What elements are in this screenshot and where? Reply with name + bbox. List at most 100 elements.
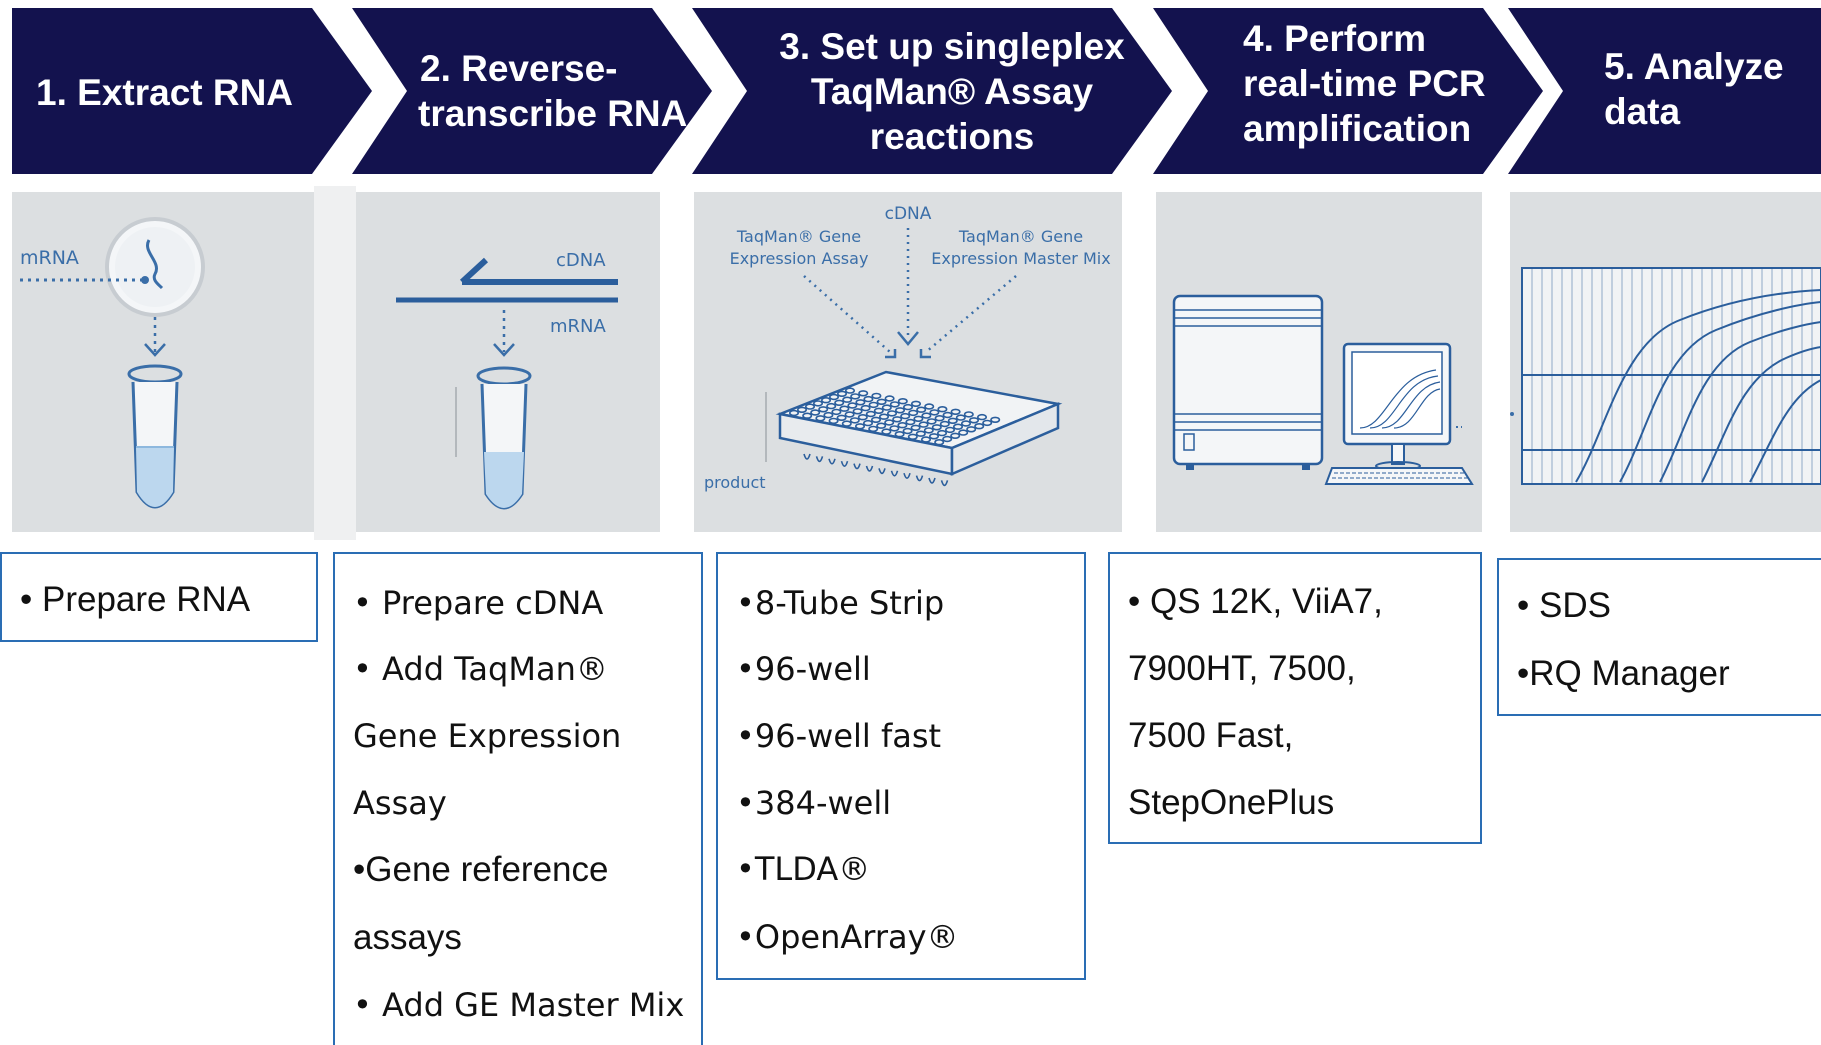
panel-plate-setup: cDNA TaqMan® Gene Expression Assay TaqMa… (694, 192, 1122, 532)
plate-well (879, 413, 890, 420)
plate-well (841, 420, 852, 427)
plate-well (847, 402, 858, 409)
plate-well (868, 425, 879, 433)
plate-tube (903, 472, 911, 479)
plate-well (881, 428, 892, 435)
plate-well (852, 408, 863, 415)
plate-well (884, 395, 895, 402)
plate-well (921, 436, 932, 443)
detail-item: •8-Tube Strip (736, 584, 945, 622)
plate-tube (865, 465, 874, 472)
plate-well (829, 393, 840, 401)
plate-well (871, 416, 882, 424)
plate-well (945, 426, 956, 434)
plate-well (907, 433, 918, 441)
plate-well (950, 432, 961, 440)
plate-well (960, 420, 971, 427)
plate-well (881, 404, 892, 411)
plate-well (868, 401, 879, 409)
plate-well (942, 435, 953, 443)
plate-well (903, 403, 914, 411)
plate-tube (853, 463, 861, 470)
plate-well (849, 417, 860, 424)
plate-well (839, 405, 850, 412)
plate-well (850, 393, 861, 400)
detail-item: • Prepare cDNA (353, 584, 604, 622)
plate-well (968, 417, 979, 424)
plate-well (889, 401, 900, 408)
step-1-arrow: 1. Extract RNA (12, 8, 372, 174)
plate-well (844, 411, 855, 418)
plate-well (929, 409, 940, 416)
plate-well (913, 415, 924, 423)
plate-tube (803, 453, 811, 460)
plate-well (855, 399, 866, 406)
assay-label-line1: TaqMan® Gene (736, 227, 861, 246)
cdna-label: cDNA (885, 204, 932, 224)
details-reverse-transcribe: • Prepare cDNA • Add TaqMan® Gene Expres… (333, 552, 703, 1045)
plate-well (918, 421, 929, 428)
detail-item: Gene Expression (353, 717, 622, 755)
plate-well (826, 402, 837, 410)
plate-tube (890, 470, 899, 477)
detail-item: StepOnePlus (1128, 783, 1335, 822)
plate-well (950, 408, 961, 416)
detail-item: 7900HT, 7500, (1128, 649, 1356, 688)
plate-well (857, 414, 868, 421)
plate-well (845, 387, 856, 394)
step-2-arrow: 2. Reverse- transcribe RNA (352, 8, 712, 174)
plate-well (860, 404, 871, 412)
plate-well (916, 406, 927, 413)
plate-well (842, 396, 853, 403)
plate-well (905, 418, 916, 426)
plate-well (900, 412, 911, 420)
plate-well (813, 400, 824, 407)
panel-analyze-plot (1510, 192, 1821, 532)
plate-well (802, 412, 813, 419)
detail-item: •96-well fast (736, 717, 942, 755)
plate-well (815, 415, 826, 422)
plate-well (958, 429, 969, 436)
plate-well (934, 439, 945, 446)
plate-well (929, 433, 940, 440)
plate-well (895, 407, 906, 414)
details-plate-formats: •8-Tube Strip •96-well •96-well fast •38… (716, 552, 1086, 980)
cdna-label: cDNA (556, 250, 606, 271)
plate-tube (928, 477, 936, 484)
panel-pcr-instrument (1156, 192, 1482, 532)
step-1-title: 1. Extract RNA (36, 72, 294, 113)
plate-well (910, 424, 921, 432)
plate-tube (878, 468, 886, 475)
plate-tube (840, 460, 849, 467)
panel-gap (314, 186, 356, 540)
step-4-title: 4. Perform real-time PCR amplification (1243, 18, 1486, 149)
detail-item: •OpenArray® (736, 918, 959, 956)
plate-well (947, 417, 958, 425)
plate-well (955, 414, 966, 421)
plate-well (934, 415, 945, 422)
mix-label-line1: TaqMan® Gene (958, 227, 1083, 246)
step-3-arrow: 3. Set up singleplex TaqMan® Assay react… (692, 8, 1172, 174)
plate-well (937, 406, 948, 413)
plate-well (942, 411, 953, 419)
plate-well (911, 400, 922, 408)
plate-wells (789, 387, 1001, 487)
plate-well (858, 390, 869, 397)
plate-well (976, 413, 987, 421)
plate-tube (940, 480, 949, 487)
plate-well (863, 395, 874, 403)
plate-well (966, 426, 977, 433)
details-analysis-software: • SDS •RQ Manager (1497, 558, 1821, 716)
plate-well (836, 414, 847, 422)
plate-well (897, 422, 908, 429)
step-5-title: 5. Analyze data (1604, 46, 1784, 132)
plate-well (818, 406, 829, 413)
plate-well (908, 409, 919, 417)
plate-well (871, 392, 882, 400)
plate-well (797, 406, 808, 414)
plate-well (963, 411, 974, 418)
plate-well (865, 410, 876, 418)
step-5-arrow: 5. Analyze data (1508, 8, 1821, 174)
plate-well (831, 408, 842, 416)
mrna-label: mRNA (550, 316, 607, 337)
